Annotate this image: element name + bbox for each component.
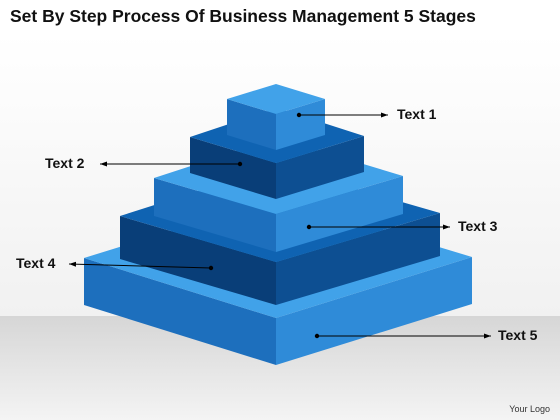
stage-4-label: Text 4 xyxy=(16,255,56,271)
stage-2-label: Text 2 xyxy=(45,155,85,171)
stage-1-label: Text 1 xyxy=(397,106,437,122)
footer-logo-text: Your Logo xyxy=(509,404,550,414)
stage-5-label: Text 5 xyxy=(498,327,538,343)
stage-3-label: Text 3 xyxy=(458,218,498,234)
page-title: Set By Step Process Of Business Manageme… xyxy=(10,6,476,26)
stage-1-block xyxy=(227,84,325,150)
connector-4 xyxy=(68,261,214,271)
